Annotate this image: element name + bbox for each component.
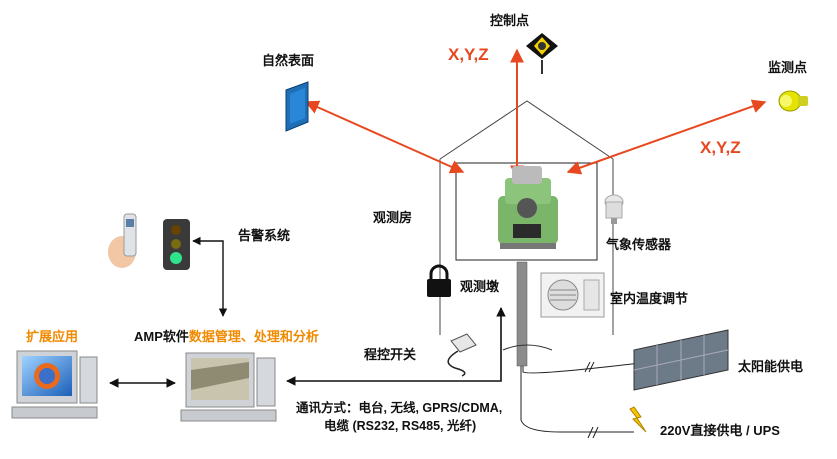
program-switch-label: 程控开关 bbox=[364, 347, 417, 362]
program-switch-icon bbox=[447, 333, 477, 377]
weather-sensor-icon bbox=[604, 194, 624, 224]
indoor-temp-label: 室内温度调节 bbox=[610, 291, 689, 306]
comm-line-1: 通讯方式：电台, 无线, GPRS/CDMA, bbox=[296, 401, 503, 415]
monitor-prism-icon bbox=[778, 90, 808, 112]
amp-prefix: AMP软件 bbox=[134, 329, 189, 344]
extension-app-label: 扩展应用 bbox=[26, 329, 79, 344]
alarm-connection bbox=[192, 236, 228, 317]
observation-pier-column bbox=[502, 261, 553, 367]
observation-house-label: 观测房 bbox=[373, 210, 413, 225]
measurement-arrows bbox=[304, 48, 767, 180]
lock-icon bbox=[427, 264, 451, 297]
xyz-label-top: X,Y,Z bbox=[448, 45, 489, 64]
mains-power-label: 220V直接供电 / UPS bbox=[660, 423, 780, 438]
monitor-point-label: 监测点 bbox=[768, 60, 808, 75]
amp-highlight: 数据管理、处理和分析 bbox=[188, 329, 319, 344]
xyz-label-right: X,Y,Z bbox=[700, 138, 741, 157]
comm-methods-text: 通讯方式：电台, 无线, GPRS/CDMA, 电缆 (RS232, RS485… bbox=[296, 399, 502, 435]
natural-surface-label: 自然表面 bbox=[262, 53, 315, 68]
power-cables bbox=[520, 361, 641, 439]
solar-panel-icon bbox=[633, 329, 729, 391]
air-conditioner-icon bbox=[540, 272, 605, 318]
natural-surface-icon bbox=[285, 81, 309, 132]
observation-pier-label: 观测墩 bbox=[460, 279, 500, 294]
lightning-icon bbox=[629, 406, 647, 433]
weather-sensor-label: 气象传感器 bbox=[606, 237, 672, 252]
traffic-light-icon bbox=[163, 219, 190, 270]
amp-software-label: AMP软件数据管理、处理和分析 bbox=[134, 326, 319, 345]
prism-icon bbox=[526, 33, 558, 74]
total-station-icon bbox=[498, 166, 558, 249]
alarm-system-label: 告警系统 bbox=[238, 228, 291, 243]
mobile-phone-icon bbox=[108, 213, 137, 268]
computer-left-icon bbox=[11, 350, 98, 419]
solar-power-label: 太阳能供电 bbox=[738, 359, 804, 374]
computer-right-icon bbox=[180, 352, 277, 422]
comm-line-2: 电缆 (RS232, RS485, 光纤) bbox=[324, 419, 477, 433]
control-point-label: 控制点 bbox=[490, 13, 530, 28]
comm-line bbox=[286, 307, 506, 386]
